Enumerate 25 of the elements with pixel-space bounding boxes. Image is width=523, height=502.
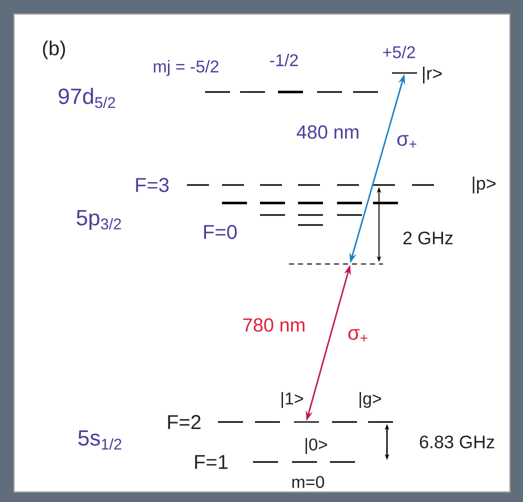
- level-label: |0>: [306, 438, 328, 454]
- level-label: 97d$_{5/2}$: [58, 88, 116, 108]
- level-label: (b): [43, 40, 65, 60]
- level-label: F=3: [136, 178, 169, 192]
- level-line: [294, 421, 319, 423]
- level-label: σ$_{+}$: [397, 135, 416, 148]
- level-label: 2 GHz: [403, 232, 453, 244]
- level-line: [392, 72, 417, 74]
- level-label: F=0: [204, 224, 237, 240]
- edge-label: 480 nm: [296, 125, 358, 139]
- level-label: 5p$_{3/2}$: [76, 210, 121, 230]
- level-label: σ$_{+}$: [348, 329, 368, 342]
- level-label: F=1: [195, 455, 228, 469]
- edge-label: 780 nm: [243, 318, 304, 332]
- level-label: mj = -5/2: [154, 60, 218, 76]
- level-label: |g>: [360, 392, 382, 408]
- level-label: |p>: [472, 176, 496, 194]
- level-label: m=0: [292, 476, 324, 488]
- level-label: -1/2: [270, 54, 298, 66]
- level-label: |1>: [282, 392, 304, 408]
- level-label: |r>: [423, 66, 442, 84]
- level-label: +5/2: [383, 46, 415, 58]
- level-label: 6.83 GHz: [420, 436, 494, 448]
- level-label: F=2: [168, 415, 200, 429]
- level-label: 5s$_{1/2}$: [78, 430, 122, 450]
